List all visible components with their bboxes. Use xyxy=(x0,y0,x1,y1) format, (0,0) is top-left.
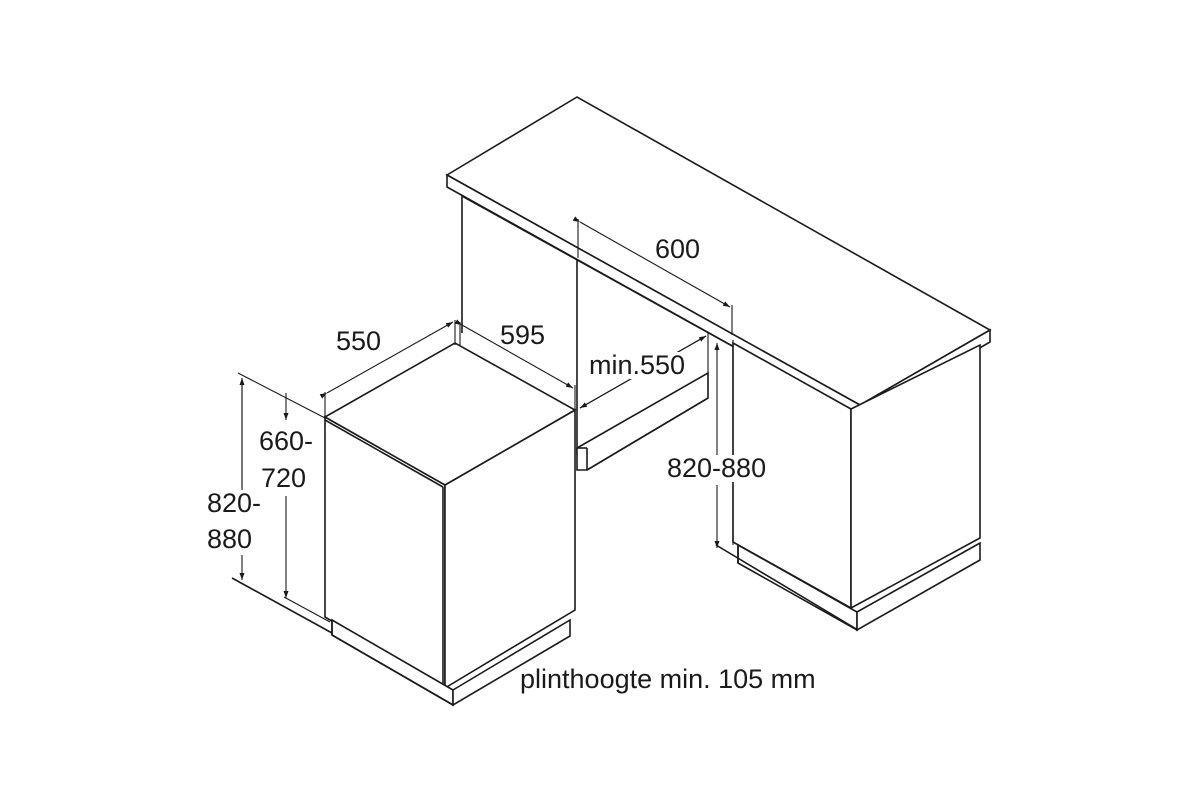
worktop xyxy=(445,96,992,419)
label-appliance-height-1: 660- xyxy=(258,426,315,456)
dishwasher xyxy=(231,342,577,707)
label-niche-width: 600 xyxy=(655,234,701,264)
label-niche-height-2: 880 xyxy=(206,524,254,554)
label-niche-depth: min.550 xyxy=(588,350,687,380)
label-plinth-note: plinthoogte min. 105 mm xyxy=(520,664,816,694)
label-appliance-depth: 550 xyxy=(336,326,382,356)
right-base-cabinet xyxy=(715,341,981,632)
label-appliance-height-2: 720 xyxy=(260,463,308,493)
label-niche-height-1: 820- xyxy=(206,488,263,518)
niche-back-plinth xyxy=(576,371,709,471)
label-appliance-width: 595 xyxy=(500,320,546,350)
label-counter-height: 820-880 xyxy=(666,453,768,483)
